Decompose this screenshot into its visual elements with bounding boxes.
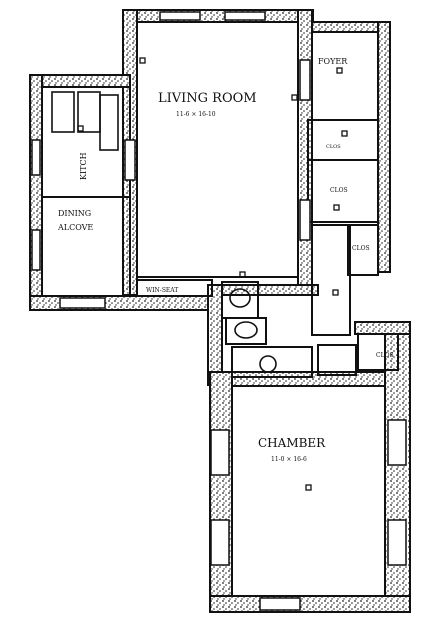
closet-label-1: CLOS (326, 144, 341, 150)
window-seat-label: WIN-SEAT (146, 287, 178, 294)
closet-label-2: CLOS (330, 187, 348, 194)
closet-label-4: CLOS (376, 352, 394, 359)
living-room-dims: 11-6 × 16-10 (176, 111, 216, 118)
dining-alcove-label: DINING (58, 209, 91, 218)
room-labels: LIVING ROOM 11-6 × 16-10 FOYER KITCH DIN… (57, 57, 394, 463)
outlet-markers (77, 57, 348, 491)
chamber-label: CHAMBER (258, 436, 326, 450)
chamber-dims: 11-0 × 16-6 (271, 456, 307, 463)
closet-label-3: CLOS (352, 245, 370, 252)
interior-walls (41, 21, 399, 597)
living-room-label: LIVING ROOM (158, 91, 257, 106)
kitchen-label: KITCH (79, 152, 88, 180)
bath-fixtures (51, 91, 277, 373)
windows (31, 11, 407, 611)
dining-alcove-label-2: ALCOVE (57, 223, 93, 232)
foyer-label: FOYER (318, 57, 348, 66)
